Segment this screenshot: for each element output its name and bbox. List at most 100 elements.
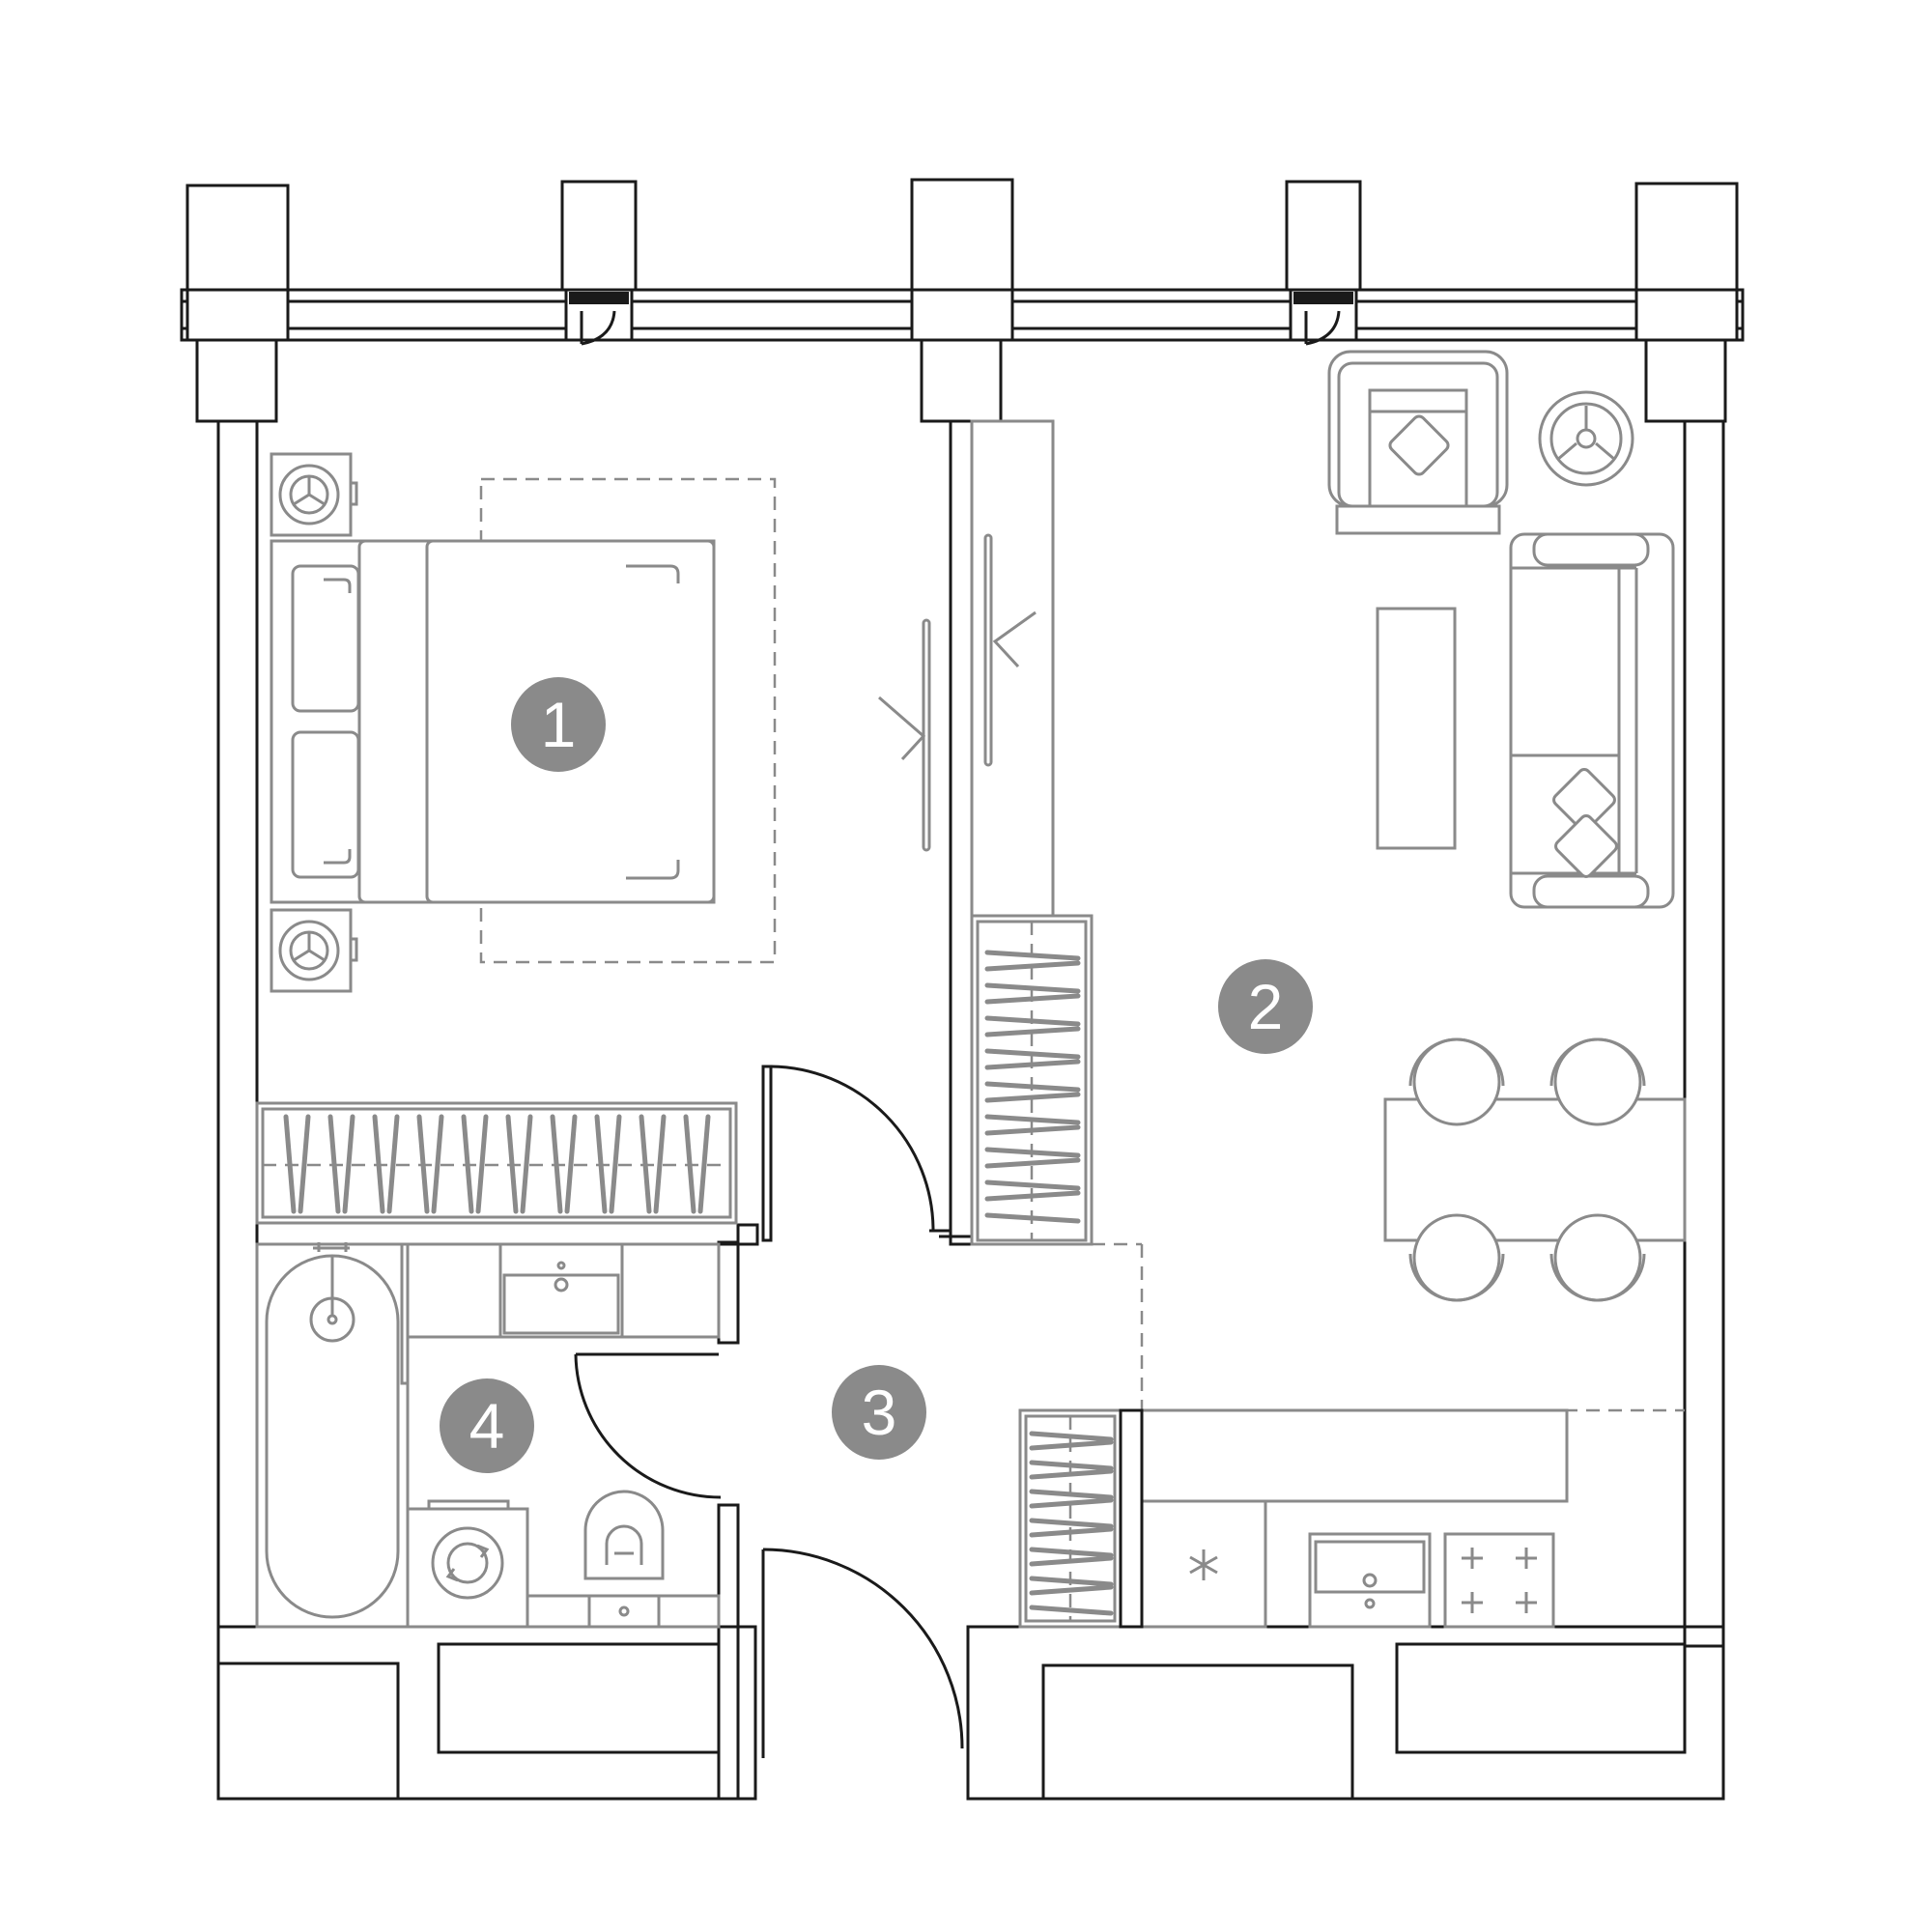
- exterior-wall-right: [1683, 419, 1725, 1648]
- hanger-icon: [1029, 1576, 1114, 1587]
- room-badge-3: 3: [832, 1365, 926, 1460]
- hanger-icon: [431, 1114, 444, 1214]
- hanger-icon: [1029, 1555, 1114, 1567]
- room-badge-2: 2: [1218, 959, 1313, 1054]
- column: [195, 338, 278, 423]
- vent-grille-icon: [569, 292, 1353, 304]
- tv-stand-icon: [878, 696, 926, 761]
- hanger-icon: [372, 1114, 385, 1214]
- hanger-icon: [298, 1114, 311, 1214]
- lamp-icon: [1538, 390, 1634, 487]
- hanger-icon: [416, 1114, 430, 1214]
- lamp-icon: [278, 920, 358, 981]
- bathroom-door-swing[interactable]: [574, 1353, 722, 1499]
- column: [1644, 338, 1727, 423]
- hanger-icon: [984, 1048, 1081, 1060]
- hanger-icon: [327, 1114, 341, 1214]
- partition-wall: [949, 419, 974, 1246]
- tv-stand-icon: [992, 611, 1037, 668]
- hanger-icon: [1029, 1584, 1114, 1596]
- hanger-icon: [984, 993, 1081, 1005]
- hanger-icon: [984, 982, 1081, 994]
- cushion-icon: [1388, 414, 1450, 476]
- mullion: [910, 288, 1014, 342]
- hanger-icon: [984, 1015, 1081, 1027]
- pillow: [291, 564, 360, 713]
- cushion-icon: [1552, 768, 1616, 832]
- wall-niche: [216, 1662, 400, 1801]
- hanger-icon: [461, 1114, 474, 1214]
- bathroom-wall: [717, 1240, 740, 1345]
- exterior-wall-bottom-right: [966, 1625, 1725, 1801]
- hanger-icon: [1029, 1605, 1114, 1616]
- hanger-icon: [984, 1179, 1081, 1191]
- hanger-icon: [386, 1114, 400, 1214]
- toilet-tank-shelf: [526, 1594, 721, 1629]
- hanger-icons: [283, 1114, 711, 1214]
- hanger-icon: [984, 1114, 1081, 1125]
- room-badge-4: 4: [440, 1378, 534, 1473]
- washing-machine: [406, 1507, 529, 1629]
- upper-cabinets: [1140, 1408, 1569, 1503]
- hanger-icon: [475, 1114, 489, 1214]
- exterior-wall-left: [216, 419, 259, 1629]
- washbasin: [498, 1242, 624, 1339]
- pilaster: [185, 184, 290, 292]
- lamp-icon: [278, 464, 358, 526]
- toilet: [583, 1490, 665, 1629]
- washbasin-bowl: [502, 1273, 620, 1335]
- bathtub-frame: [255, 1242, 410, 1629]
- chair: [1549, 1213, 1646, 1302]
- cushion-icon: [1554, 814, 1618, 878]
- bedroom-door-swing[interactable]: [770, 1065, 935, 1232]
- hanger-icon: [639, 1114, 652, 1214]
- cooktop: [1443, 1532, 1555, 1629]
- hanger-icon: [984, 960, 1081, 972]
- pilaster: [910, 178, 1014, 292]
- hanger-icon: [984, 1212, 1081, 1224]
- hanger-icon: [1029, 1547, 1114, 1558]
- room-badge-1: 1: [511, 677, 606, 772]
- coffee-table: [1376, 607, 1457, 850]
- kitchen-sink-bowl: [1314, 1540, 1426, 1594]
- hanger-icon: [520, 1114, 533, 1214]
- door-frame: [761, 1065, 773, 1242]
- wall-stub: [736, 1223, 759, 1246]
- faucet-icon: [313, 1242, 350, 1316]
- hanger-icon: [653, 1114, 667, 1214]
- hanger-icon: [984, 1157, 1081, 1169]
- kitchen: [1018, 1408, 1569, 1629]
- wall-stub: [1119, 1408, 1144, 1629]
- pilaster: [1634, 182, 1739, 292]
- chair: [1408, 1037, 1505, 1126]
- hanger-icon: [1029, 1489, 1114, 1500]
- hanger-icon: [1029, 1497, 1114, 1509]
- wardrobe-inner: [261, 1107, 732, 1219]
- hanger-icon: [283, 1114, 297, 1214]
- dining-table: [1383, 1097, 1687, 1242]
- entrance-door-swing[interactable]: [762, 1548, 964, 1749]
- exterior-wall-bottom-left: [216, 1625, 757, 1801]
- washing-machine-icon: [431, 1526, 504, 1600]
- hanger-icon: [984, 1026, 1081, 1037]
- tv: [983, 533, 993, 767]
- room-number: 4: [469, 1390, 505, 1462]
- wall-niche: [437, 1642, 721, 1754]
- hanger-icon: [984, 1124, 1081, 1136]
- room-number: 2: [1248, 971, 1284, 1042]
- wardrobe: [970, 914, 1094, 1246]
- chair: [1549, 1037, 1646, 1126]
- bathroom-wall: [717, 1503, 740, 1801]
- doors: [574, 1065, 964, 1758]
- hanger-icon: [984, 950, 1081, 961]
- sofa: [1509, 532, 1675, 909]
- hanger-icon: [550, 1114, 563, 1214]
- bathroom: [255, 1242, 721, 1629]
- hanger-icon: [342, 1114, 355, 1214]
- hanger-icon: [683, 1114, 696, 1214]
- hanger-icon: [984, 1190, 1081, 1202]
- pillow: [291, 730, 360, 879]
- wardrobe: [255, 1101, 738, 1225]
- walls: [216, 419, 1725, 1801]
- wall-niche: [1395, 1642, 1687, 1754]
